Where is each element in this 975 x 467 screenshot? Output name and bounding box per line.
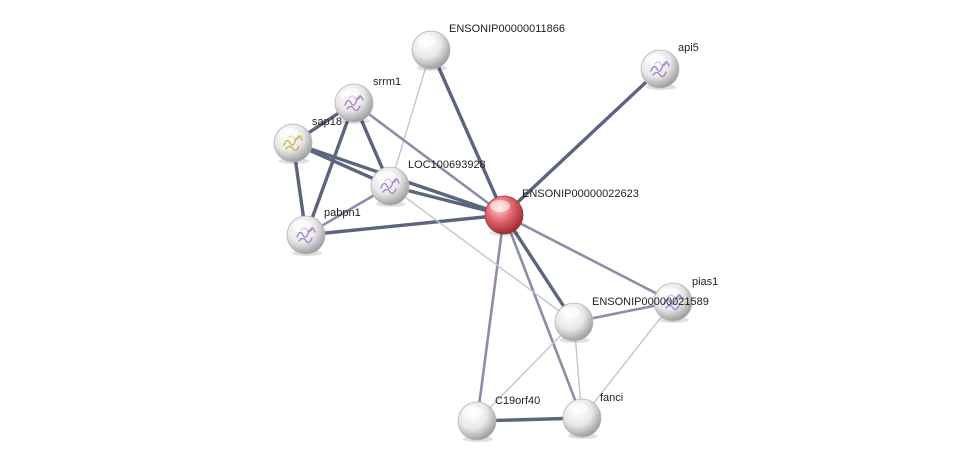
node-label-srrm1: srrm1 — [373, 76, 401, 88]
bubble-highlight — [292, 220, 312, 232]
node-label-sap18: sap18 — [312, 116, 342, 128]
node-sap18[interactable]: sap18 — [273, 116, 342, 164]
node-label-ENSONIP00000022623: ENSONIP00000022623 — [522, 188, 639, 200]
node-label-LOC100693928: LOC100693928 — [408, 159, 486, 171]
node-label-pias1: pias1 — [692, 276, 718, 288]
edge-ENSONIP00000022623-C19orf40[interactable] — [475, 213, 506, 423]
node-label-pabpn1: pabpn1 — [324, 207, 361, 219]
edge-LOC100693928-ENSONIP00000021589[interactable] — [389, 185, 575, 323]
node-ENSONIP00000021589[interactable]: ENSONIP00000021589 — [554, 296, 709, 343]
bubble-highlight — [340, 88, 360, 100]
edge-pias1-fanci[interactable] — [581, 301, 674, 419]
node-srrm1[interactable]: srrm1 — [334, 76, 401, 124]
node-pias1[interactable]: pias1 — [653, 276, 718, 323]
edge-pabpn1-ENSONIP00000022623[interactable] — [304, 213, 506, 237]
bubble-highlight — [568, 403, 588, 415]
bubble-highlight — [463, 406, 483, 418]
bubble-highlight — [490, 200, 510, 212]
node-api5[interactable]: api5 — [640, 42, 699, 90]
edge-ENSONIP00000022623-ENSONIP00000021589[interactable] — [502, 213, 576, 324]
edge-ENSONIP00000022623-fanci[interactable] — [502, 213, 584, 420]
node-pabpn1[interactable]: pabpn1 — [286, 207, 361, 256]
edge-ENSONIP00000011866-ENSONIP00000022623[interactable] — [429, 48, 506, 217]
edge-ENSONIP00000021589-C19orf40[interactable] — [476, 321, 575, 422]
node-label-api5: api5 — [678, 42, 699, 54]
node-fanci[interactable]: fanci — [562, 392, 623, 439]
node-C19orf40[interactable]: C19orf40 — [457, 395, 540, 442]
bubble-highlight — [417, 35, 437, 47]
node-label-C19orf40: C19orf40 — [495, 395, 540, 407]
edge-srrm1-ENSONIP00000022623[interactable] — [352, 101, 506, 217]
node-label-ENSONIP00000021589: ENSONIP00000021589 — [592, 296, 709, 308]
edge-ENSONIP00000011866-LOC100693928[interactable] — [389, 49, 432, 187]
node-label-fanci: fanci — [600, 392, 623, 404]
edge-api5-ENSONIP00000022623[interactable] — [502, 67, 662, 217]
bubble-highlight — [659, 287, 679, 299]
bubble-highlight — [279, 128, 299, 140]
edge-srrm1-pabpn1[interactable] — [304, 101, 356, 237]
bubble-highlight — [560, 307, 580, 319]
node-label-ENSONIP00000011866: ENSONIP00000011866 — [449, 23, 565, 35]
node-LOC100693928[interactable]: LOC100693928 — [370, 159, 486, 207]
bubble-highlight — [376, 171, 396, 183]
bubble-highlight — [646, 54, 666, 66]
node-ENSONIP00000011866[interactable]: ENSONIP00000011866 — [411, 23, 565, 71]
nodes-layer: ENSONIP00000011866 api5 srrm1 sap18LOC10069… — [273, 23, 718, 442]
edge-ENSONIP00000022623-pias1[interactable] — [502, 213, 675, 304]
node-ENSONIP00000022623[interactable]: ENSONIP00000022623 — [484, 188, 639, 236]
edge-LOC100693928-ENSONIP00000022623[interactable] — [388, 184, 506, 217]
